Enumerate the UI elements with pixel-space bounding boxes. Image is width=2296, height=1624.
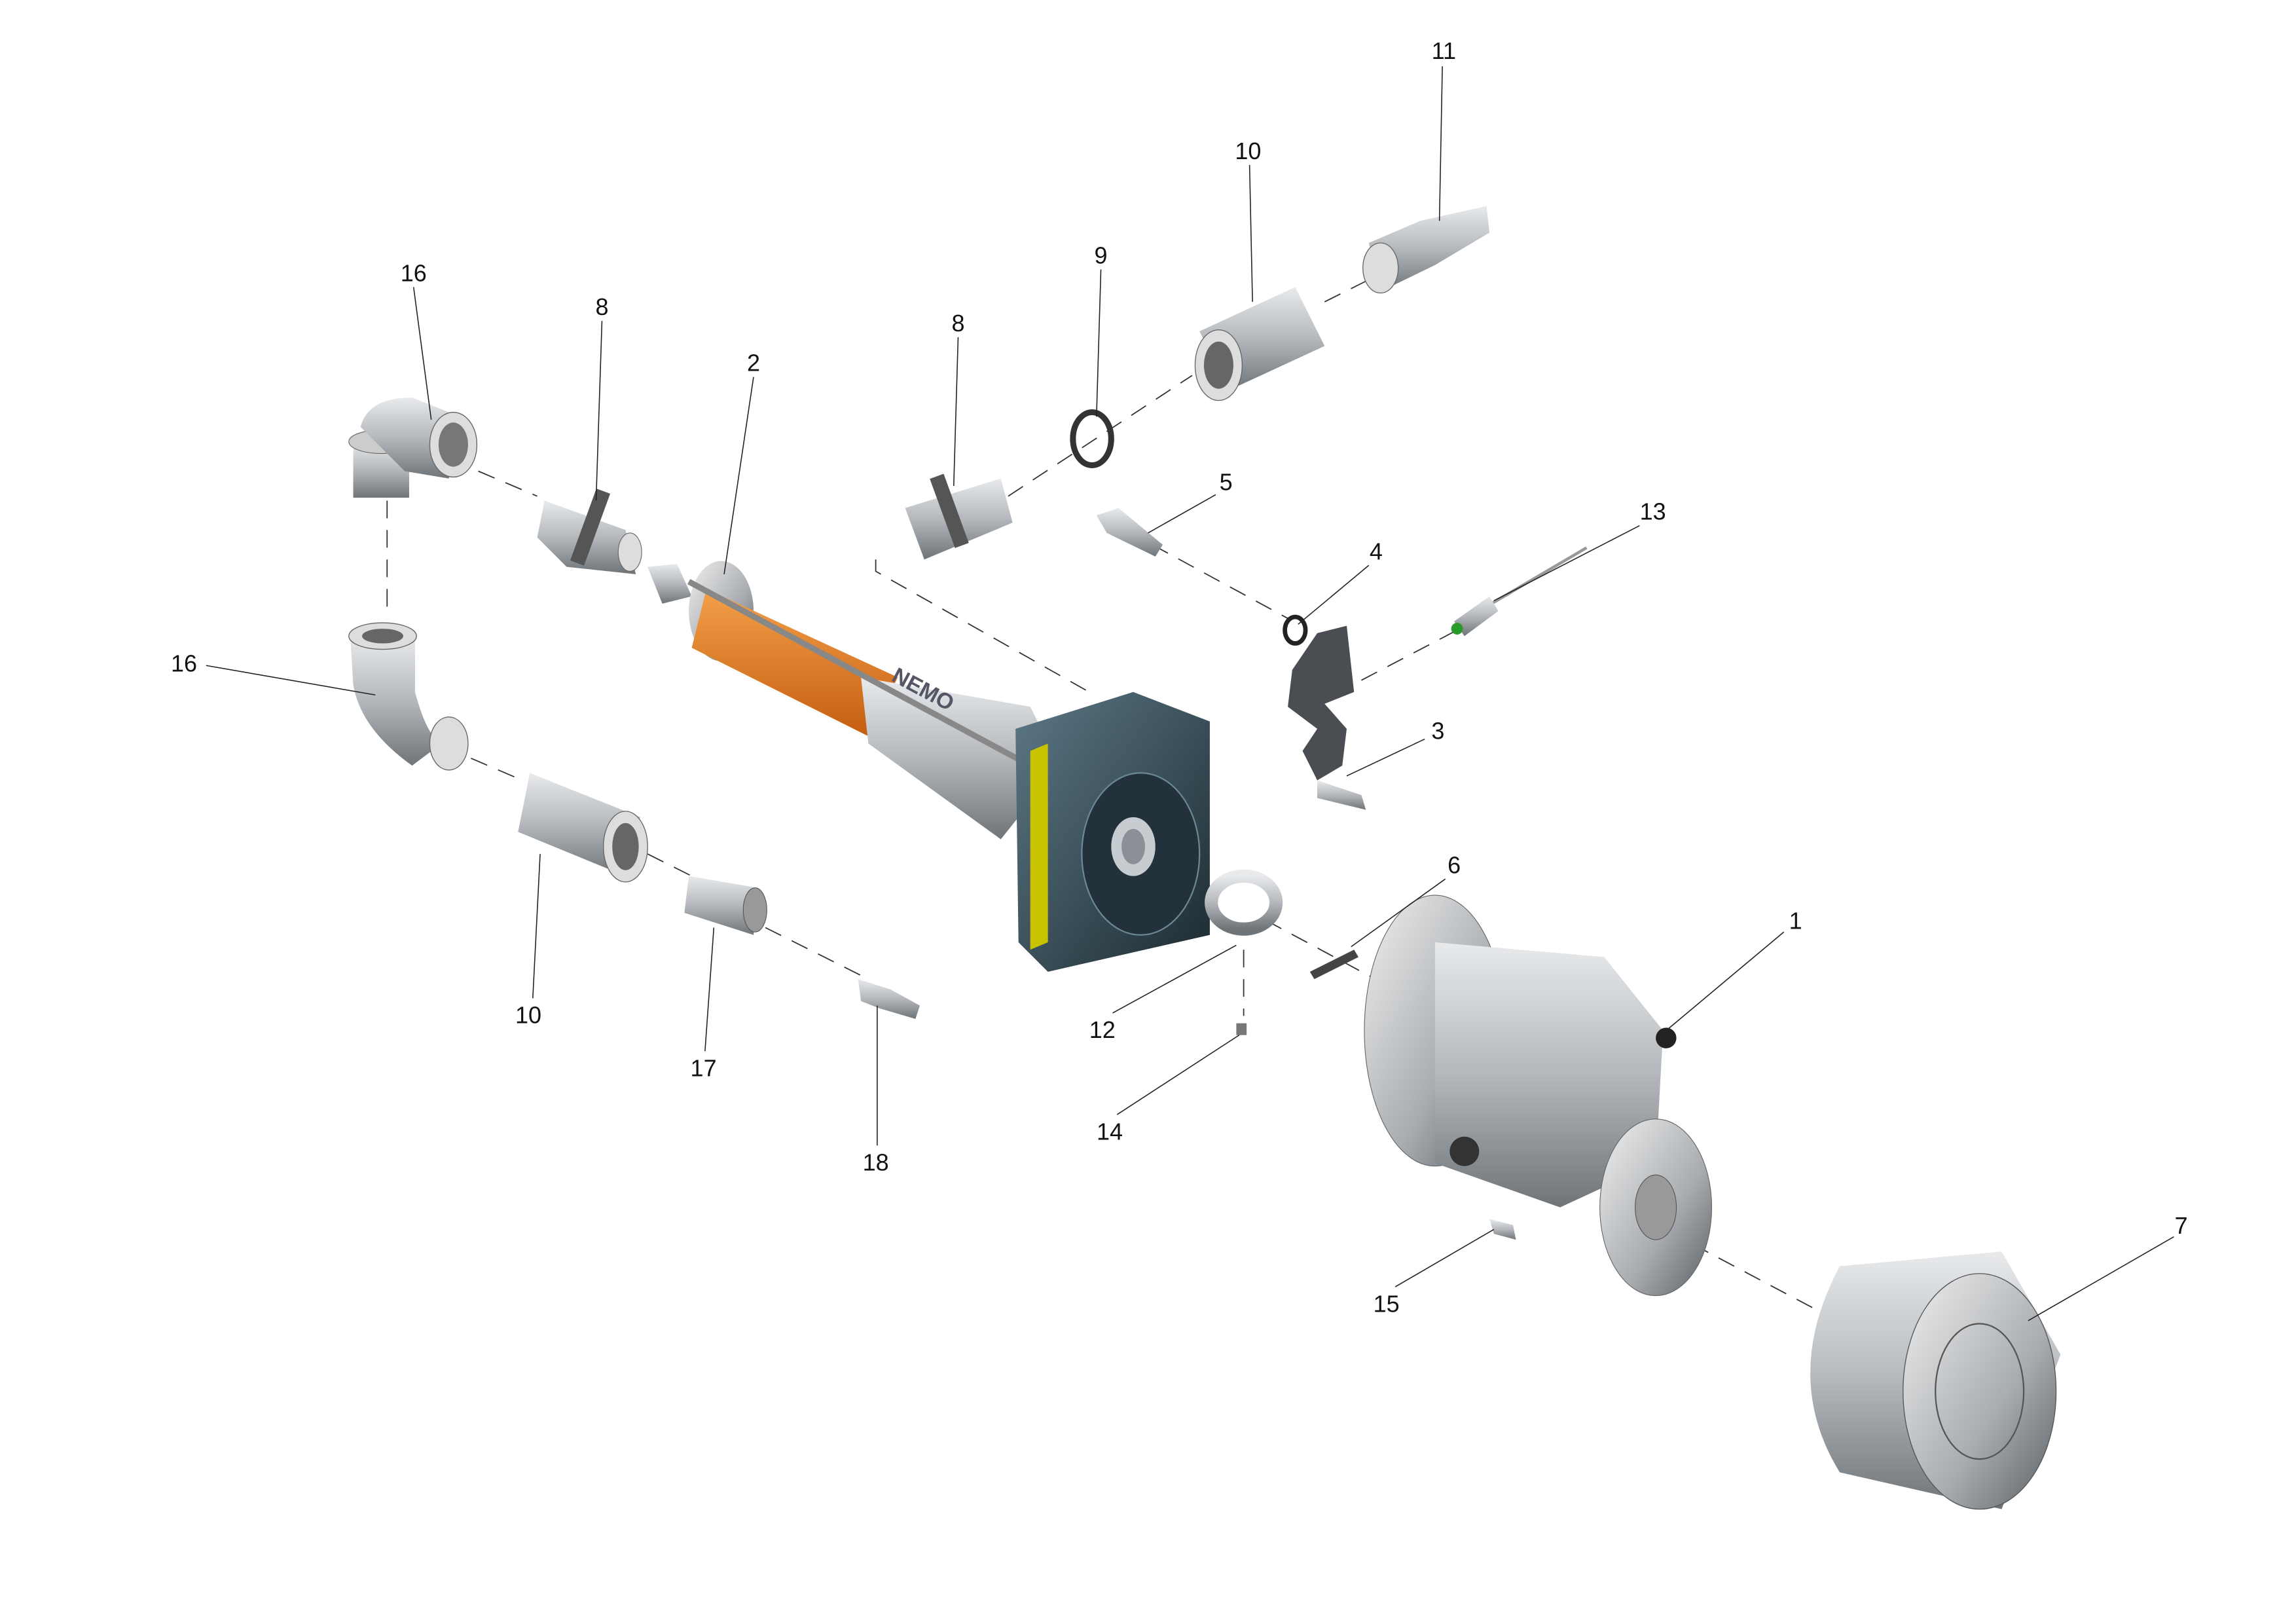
callouts: 1 2 3 4 5 6 7 8 8 9 10 10 11 12 13 14 15… (171, 37, 2188, 1317)
callout-14: 14 (1097, 1118, 1123, 1145)
callout-12: 12 (1089, 1016, 1116, 1043)
callout-17: 17 (691, 1055, 717, 1082)
callout-13: 13 (1640, 498, 1666, 525)
part-8-nipple-right (905, 473, 1013, 560)
part-1-drive-housing (1364, 895, 1713, 1297)
callout-3: 3 (1431, 718, 1444, 745)
assembly-axes (386, 279, 1818, 1311)
part-2-stator-assembly: NEMO (647, 561, 1210, 972)
part-18-hose-nozzle (858, 979, 920, 1019)
part-10-socket-upper (1194, 287, 1325, 401)
part-9-o-ring (1070, 409, 1114, 468)
callout-5: 5 (1220, 469, 1233, 496)
part-14-grub-screw (1236, 1023, 1247, 1035)
callout-1: 1 (1789, 908, 1802, 934)
part-8-nipple-left (537, 489, 642, 574)
callout-15: 15 (1374, 1290, 1400, 1317)
callout-10-lower: 10 (515, 1002, 541, 1029)
part-13-sensor (1451, 546, 1588, 637)
callout-9: 9 (1095, 242, 1108, 268)
callout-18: 18 (863, 1149, 889, 1175)
callout-16-upper: 16 (401, 259, 427, 286)
callout-4: 4 (1370, 538, 1383, 564)
part-16-elbow-lower (348, 622, 469, 771)
callout-7: 7 (2175, 1212, 2188, 1239)
part-5-screw (1096, 507, 1163, 557)
part-10-socket-lower (518, 773, 648, 883)
part-12-clamp (1205, 869, 1283, 936)
part-17-reducer (684, 876, 767, 935)
part-4-washer (1283, 614, 1308, 646)
callout-8-left: 8 (595, 293, 608, 320)
part-16-elbow-upper (348, 397, 478, 498)
callout-16-lower: 16 (171, 650, 197, 676)
callout-11: 11 (1432, 37, 1456, 64)
callout-6: 6 (1448, 851, 1461, 878)
callout-8-right: 8 (951, 310, 964, 337)
part-11-hose-barb (1362, 206, 1490, 294)
part-6-pin (1309, 950, 1358, 980)
part-7-motor (1810, 1251, 2061, 1510)
callout-10-upper: 10 (1235, 138, 1261, 164)
part-15-screw (1489, 1219, 1516, 1240)
leader-lines (206, 66, 2174, 1321)
callout-2: 2 (747, 350, 760, 377)
part-3-bracket (1288, 625, 1366, 810)
